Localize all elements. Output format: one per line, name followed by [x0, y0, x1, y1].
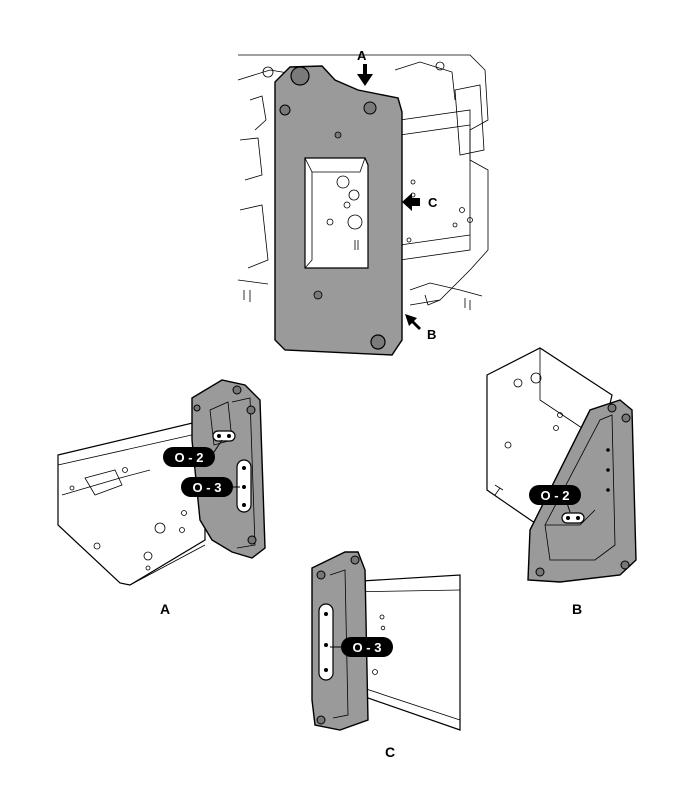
detail-view-c: O - 3 C: [311, 551, 461, 760]
overview-illustration: A C B: [237, 48, 489, 356]
view-a-label: A: [160, 601, 170, 617]
detail-view-b: O - 2 B: [486, 347, 637, 617]
detail-b-bracket: [527, 399, 637, 583]
arrow-b-icon: [405, 314, 421, 330]
arrow-a-label: A: [357, 48, 367, 63]
callout-c-o3: O - 3: [330, 637, 393, 657]
arrow-b-label: B: [427, 327, 436, 342]
callout-a-o2: O - 2: [163, 439, 223, 467]
arrow-c-icon: [402, 193, 420, 211]
callout-b-o2-text: O - 2: [541, 488, 570, 503]
detail-view-a: O - 2 O - 3 A: [57, 379, 266, 617]
view-c-label: C: [385, 744, 395, 760]
detail-a-frame-rail: [57, 419, 206, 586]
arrow-a-icon: [357, 64, 373, 86]
callout-b-o2: O - 2: [529, 485, 581, 513]
callout-a-o3-text: O - 3: [193, 480, 222, 495]
bracket-plate: [274, 65, 403, 356]
callout-a-o2-text: O - 2: [175, 450, 204, 465]
arrow-c-label: C: [428, 195, 438, 210]
view-b-label: B: [572, 601, 582, 617]
callout-a-o3: O - 3: [181, 477, 240, 497]
vehicle-structure-outline: [237, 54, 489, 310]
callout-c-o3-text: O - 3: [353, 640, 382, 655]
